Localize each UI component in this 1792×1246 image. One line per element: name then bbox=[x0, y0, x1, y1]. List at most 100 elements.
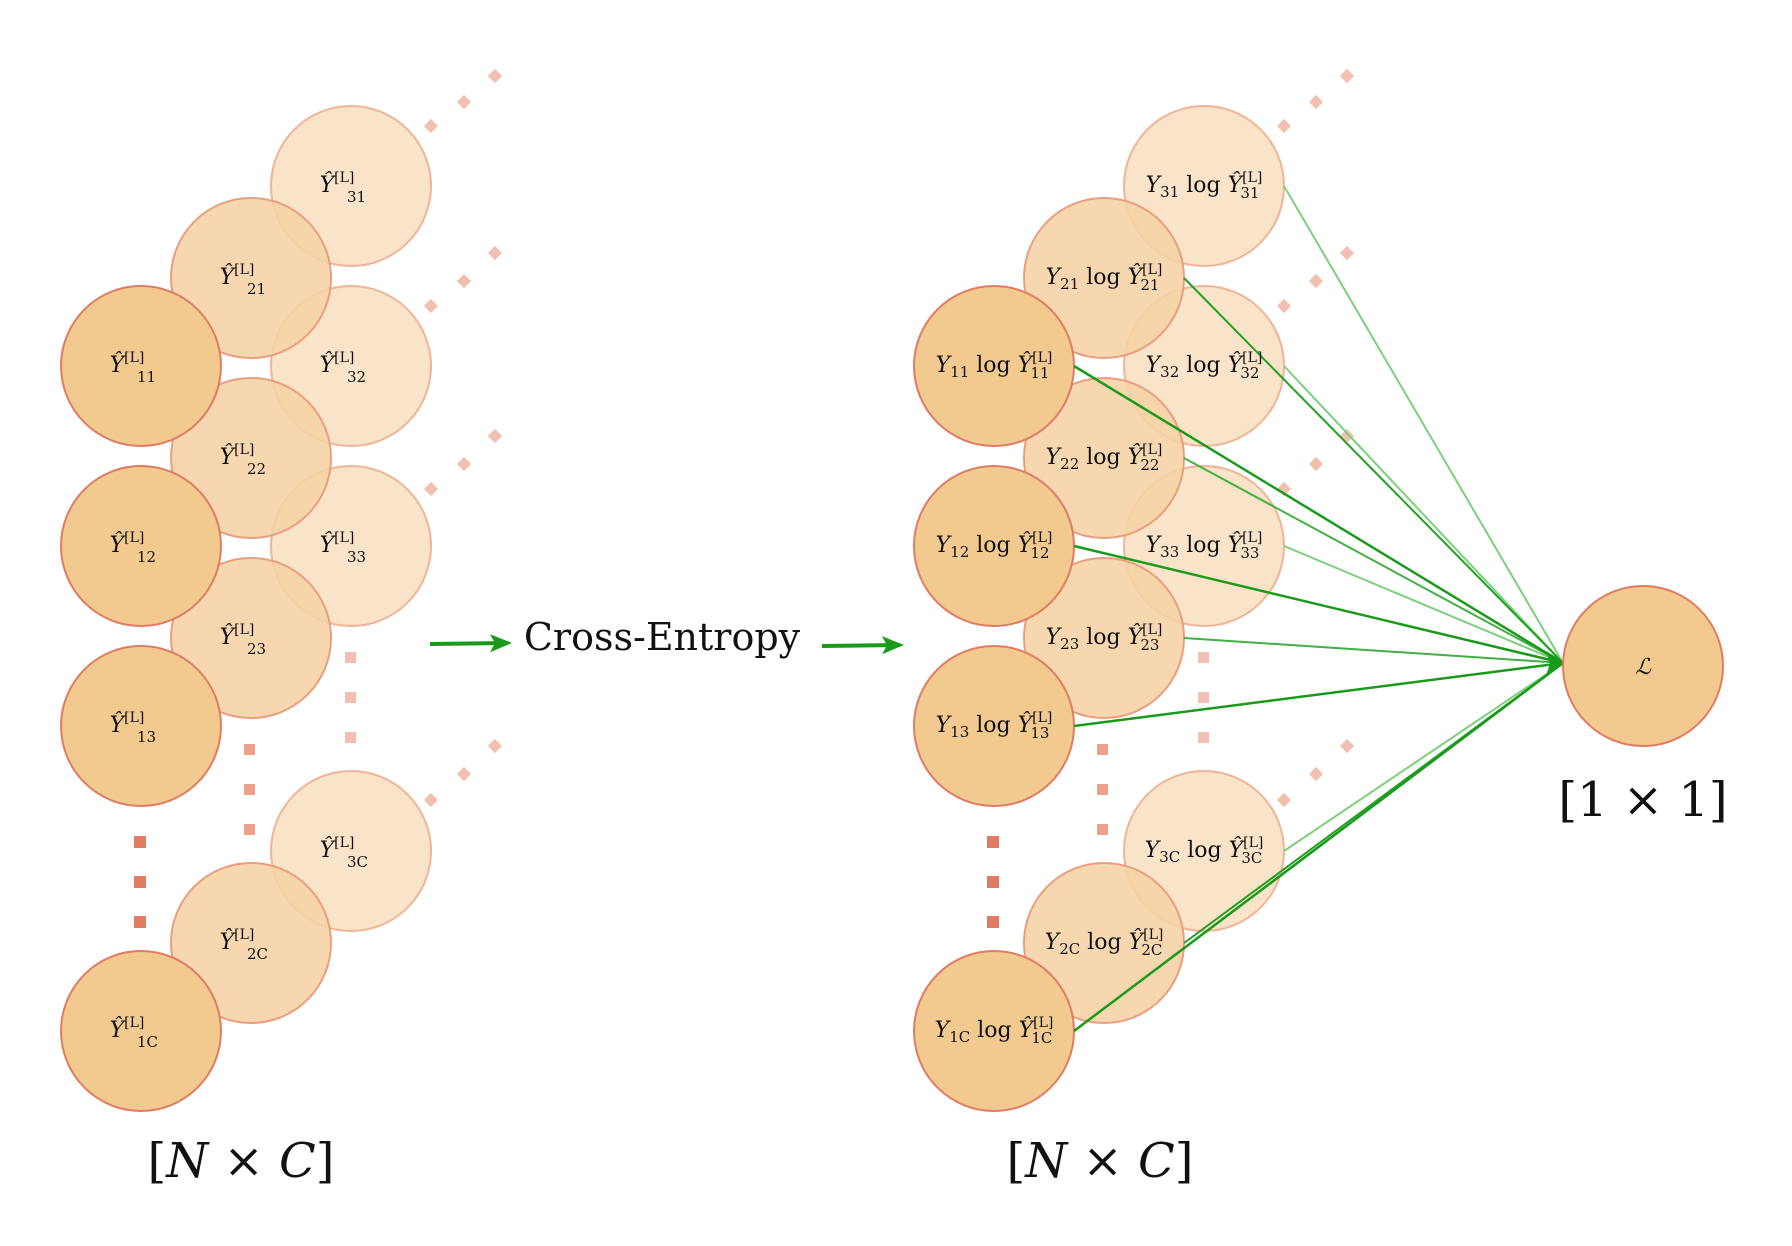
label-ysub: 1C bbox=[949, 1028, 970, 1046]
diagonal-dot bbox=[456, 94, 472, 110]
label-sup: [L] bbox=[1242, 170, 1262, 186]
label-y: Y bbox=[1045, 930, 1062, 955]
edge-term21 bbox=[1183, 277, 1564, 664]
right-dimension-label: [N × C] bbox=[1007, 1133, 1194, 1189]
diagonal-dot bbox=[1276, 298, 1292, 314]
vertical-dot bbox=[345, 732, 356, 743]
node-y21 bbox=[170, 197, 332, 359]
right-col1-dots bbox=[987, 836, 999, 928]
left-diagonal-dots bbox=[423, 68, 503, 808]
vertical-dot bbox=[1097, 744, 1108, 755]
node-label-sub: 2C bbox=[247, 945, 268, 963]
label-y: Y bbox=[935, 1018, 952, 1043]
label-log: log bbox=[1180, 838, 1228, 863]
label-base: Ŷ bbox=[1018, 711, 1035, 738]
label-sup: [L] bbox=[124, 350, 144, 366]
node-label-term-13: Y13 log Ŷ[L]13 bbox=[936, 710, 1053, 742]
node-label-yhat-13: Ŷ[L] bbox=[110, 710, 145, 738]
label-y: Y bbox=[936, 713, 953, 738]
node-label-term-23: Y23 log Ŷ[L]23 bbox=[1046, 622, 1163, 654]
label-sub: 33 bbox=[1240, 544, 1259, 562]
vertical-dot bbox=[1097, 784, 1108, 795]
node-label-term-33: Y33 log Ŷ[L]33 bbox=[1146, 530, 1263, 562]
label-sup: [L] bbox=[1143, 927, 1163, 943]
edges-to-loss bbox=[1073, 185, 1566, 1032]
diagonal-dot bbox=[456, 766, 472, 782]
loss-node bbox=[1562, 585, 1724, 747]
node-label-term-2c: Y2C log Ŷ[L]2C bbox=[1045, 927, 1164, 959]
label-ysub: 13 bbox=[950, 723, 969, 741]
edge-term32 bbox=[1283, 365, 1564, 664]
diagonal-dot bbox=[1339, 738, 1355, 754]
label-base: Ŷ bbox=[1228, 171, 1245, 198]
diagonal-dot bbox=[456, 456, 472, 472]
node-label-yhat-2c: Ŷ[L] bbox=[220, 927, 255, 955]
label-base: Ŷ bbox=[320, 836, 337, 863]
label-sub: 22 bbox=[1140, 456, 1159, 474]
label-sup: [L] bbox=[124, 710, 144, 726]
label-base: Ŷ bbox=[220, 263, 237, 290]
label-base: Ŷ bbox=[320, 171, 337, 198]
node-label-term-1c: Y1C log Ŷ[L]1C bbox=[935, 1015, 1054, 1047]
edge-arrowhead bbox=[1546, 651, 1566, 676]
label-sub: 3C bbox=[1241, 849, 1262, 867]
right-diagonal-dots bbox=[1276, 68, 1355, 808]
arrow-right bbox=[821, 636, 904, 655]
node-label-yhat-11: Ŷ[L] bbox=[110, 350, 145, 378]
label-log: log bbox=[1179, 533, 1227, 558]
label-base: Ŷ bbox=[1018, 351, 1035, 378]
label-base: Ŷ bbox=[1228, 531, 1245, 558]
label-log: log bbox=[1179, 173, 1227, 198]
label-sub: 1C bbox=[1031, 1029, 1052, 1047]
vertical-dot bbox=[987, 836, 999, 848]
node-label-sub: 22 bbox=[247, 460, 266, 478]
node-label-yhat-3c: Ŷ[L] bbox=[320, 835, 355, 863]
arrow-left bbox=[429, 634, 512, 653]
label-log: log bbox=[1080, 930, 1128, 955]
vertical-dot bbox=[1198, 732, 1209, 743]
loss-node-group: ℒ [1 × 1] bbox=[1558, 585, 1728, 828]
label-ysub: 11 bbox=[950, 363, 969, 381]
diagonal-dot bbox=[487, 245, 503, 261]
diagonal-dot bbox=[1308, 273, 1324, 289]
label-sup: [L] bbox=[124, 1015, 144, 1031]
label-sub: 2C bbox=[1141, 941, 1162, 959]
label-sup: [L] bbox=[334, 835, 354, 851]
node-label-sub: 1C bbox=[137, 1033, 158, 1051]
label-base: Ŷ bbox=[220, 623, 237, 650]
vertical-dot bbox=[244, 824, 255, 835]
label-y: Y bbox=[1046, 625, 1063, 650]
diagonal-dot bbox=[423, 118, 439, 134]
label-sub: 12 bbox=[1030, 544, 1049, 562]
vertical-dot bbox=[244, 784, 255, 795]
label-log: log bbox=[1079, 445, 1127, 470]
node-label-term-32: Y32 log Ŷ[L]32 bbox=[1146, 350, 1263, 382]
node-label-sub: 23 bbox=[247, 640, 266, 658]
label-y: Y bbox=[1046, 445, 1063, 470]
label-log: log bbox=[969, 533, 1017, 558]
edge-term1c bbox=[1073, 662, 1564, 1032]
diagonal-dot bbox=[1339, 68, 1355, 84]
diagonal-dot bbox=[1339, 428, 1355, 444]
diagonal-dot bbox=[1339, 245, 1355, 261]
label-base: Ŷ bbox=[1018, 531, 1035, 558]
label-ysub: 33 bbox=[1160, 543, 1179, 561]
label-sup: [L] bbox=[1032, 350, 1052, 366]
label-ysub: 32 bbox=[1160, 363, 1179, 381]
label-sup: [L] bbox=[1242, 350, 1262, 366]
label-log: log bbox=[970, 1018, 1018, 1043]
left-col3-dots bbox=[345, 652, 356, 743]
label-ysub: 12 bbox=[950, 543, 969, 561]
edge-term12 bbox=[1073, 544, 1564, 665]
left-col2-dots bbox=[244, 744, 255, 835]
diagonal-dot bbox=[423, 792, 439, 808]
label-base: Ŷ bbox=[110, 351, 127, 378]
node-y22 bbox=[170, 377, 332, 539]
label-y: Y bbox=[936, 353, 953, 378]
label-base: Ŷ bbox=[110, 1016, 127, 1043]
label-ysub: 31 bbox=[1160, 183, 1179, 201]
